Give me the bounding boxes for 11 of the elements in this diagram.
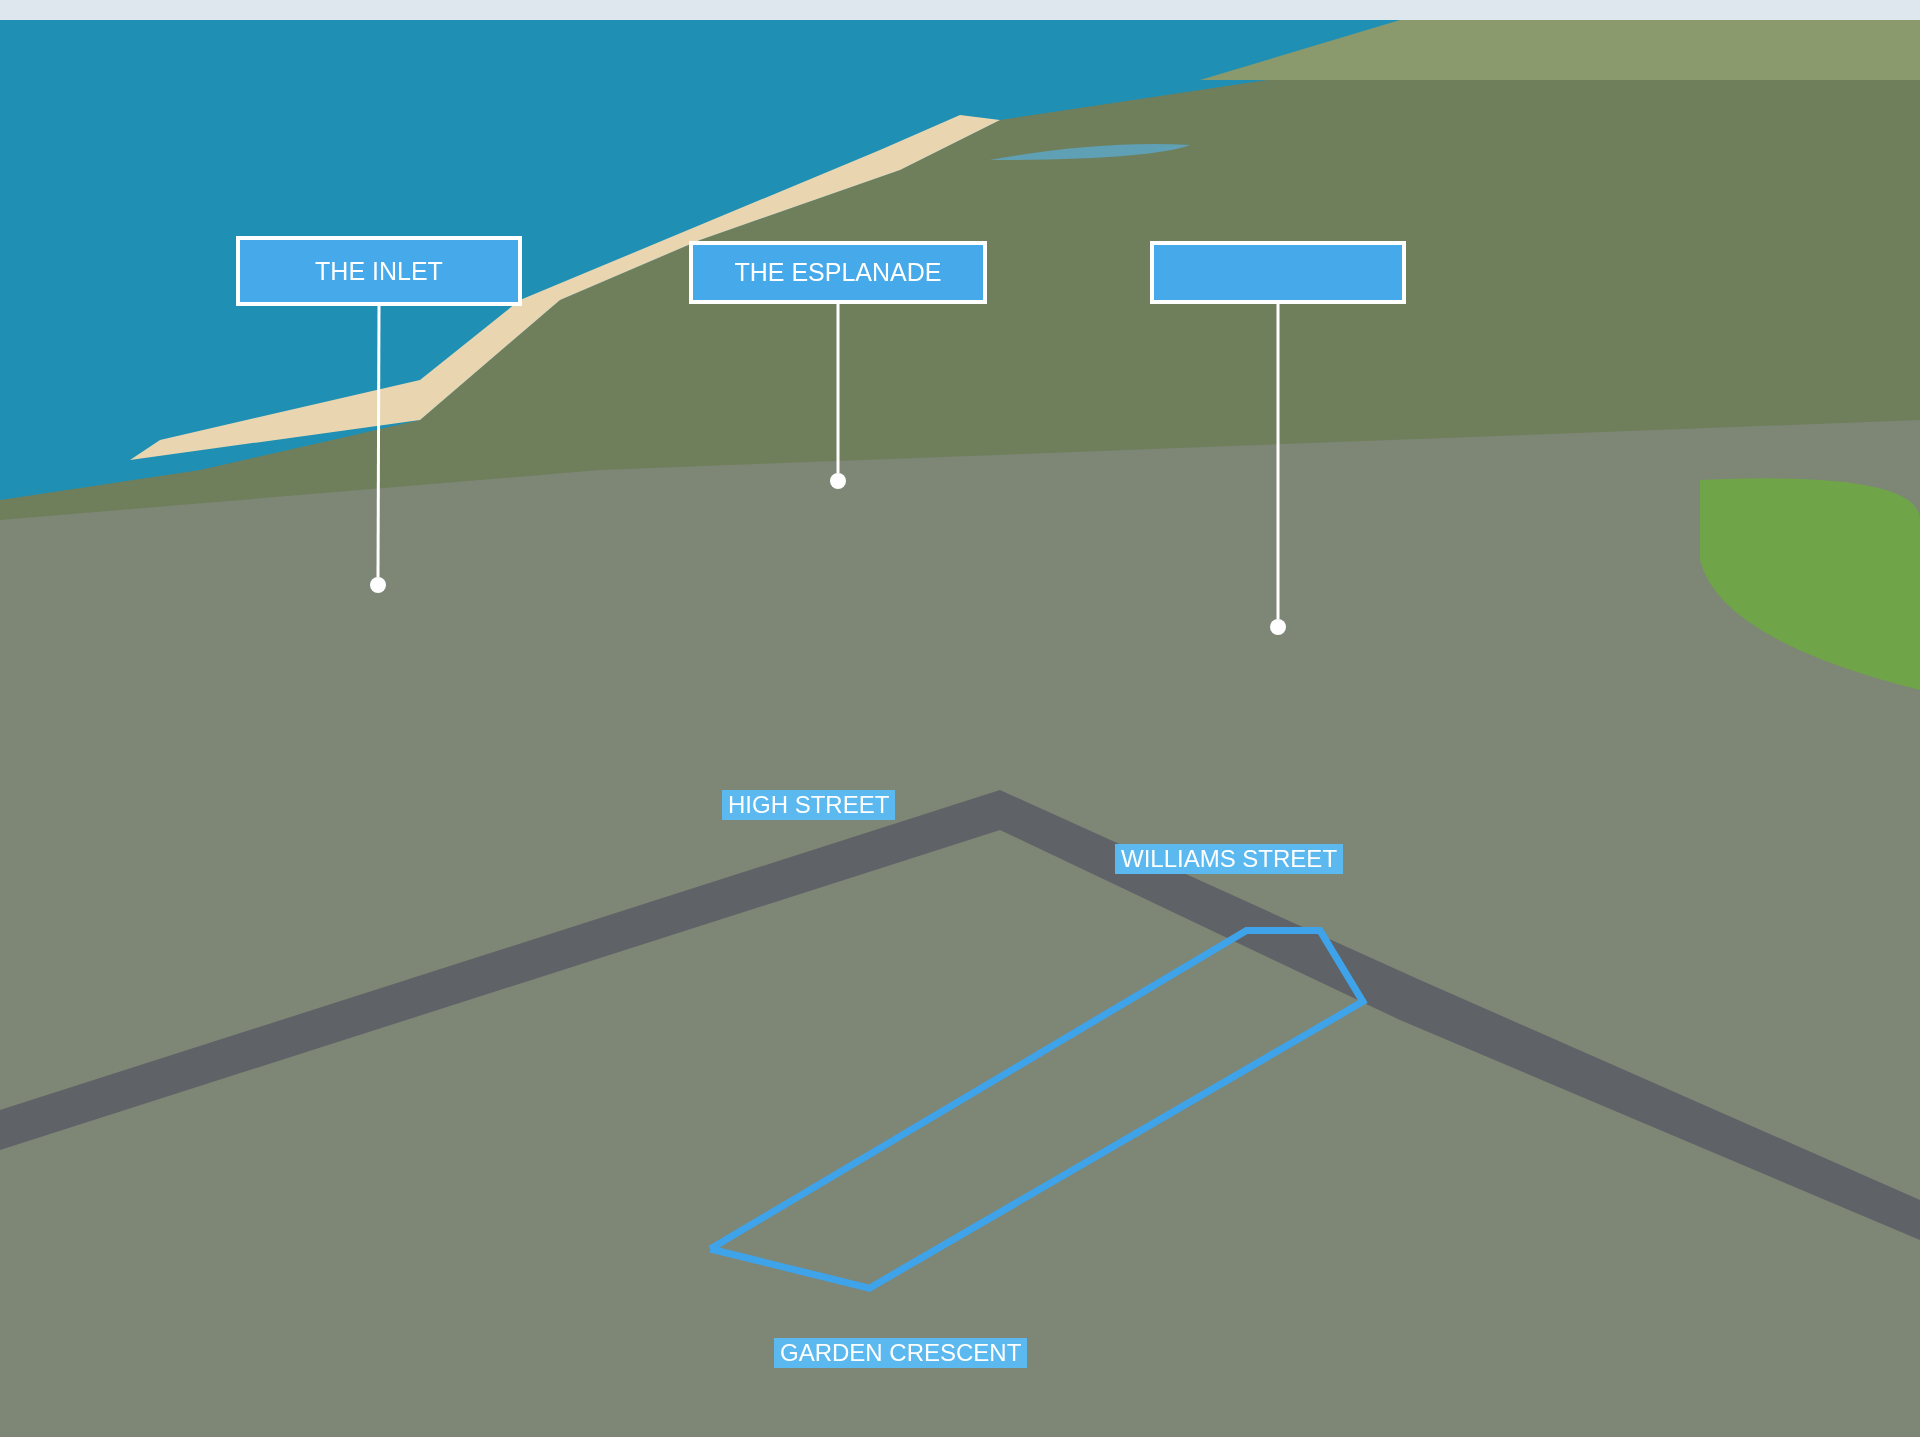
callout-box xyxy=(236,236,522,306)
callout-box xyxy=(1150,241,1406,304)
leader-line xyxy=(1276,304,1280,619)
street-label: HIGH STREET xyxy=(722,790,896,820)
leader-line xyxy=(376,306,381,577)
street-label: WILLIAMS STREET xyxy=(1115,844,1344,874)
leader-line xyxy=(836,304,840,473)
street-label: GARDEN CRESCENT xyxy=(774,1338,1028,1368)
callout-text: THE INLET xyxy=(315,256,443,286)
callout-box xyxy=(689,241,987,304)
callout-text: THE ESPLANADE xyxy=(734,258,942,287)
